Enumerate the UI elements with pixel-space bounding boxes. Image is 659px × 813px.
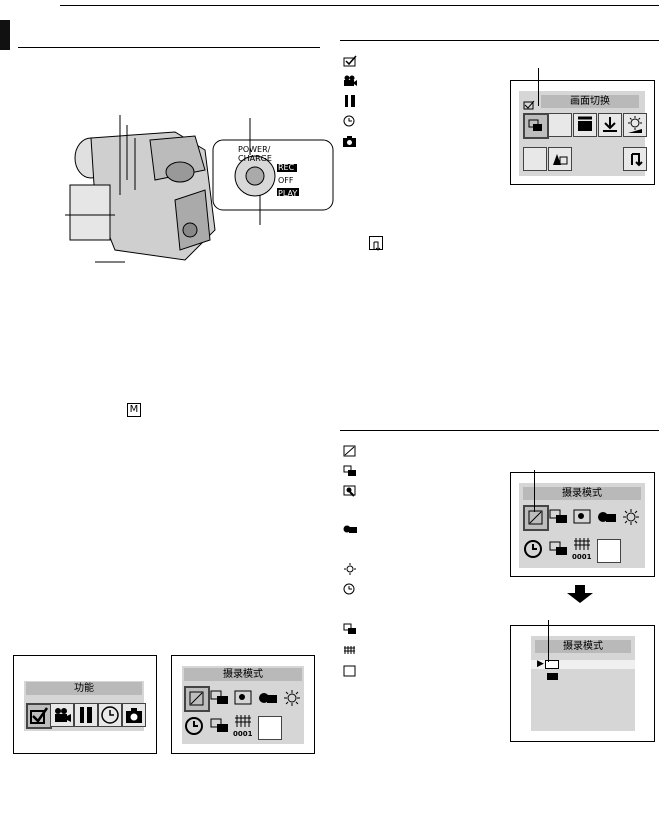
brightness-icon [343, 560, 357, 575]
clock-icon[interactable] [523, 539, 543, 561]
clock-icon[interactable] [98, 703, 122, 727]
dual-frame-icon [343, 462, 357, 476]
brightness-icon[interactable] [282, 688, 302, 710]
dual-frame-icon[interactable] [210, 718, 230, 736]
dual-frame-icon [343, 620, 357, 634]
function-lcd: 功能 [24, 681, 146, 731]
counter-label: 0001 [572, 553, 592, 561]
zoom-frame-icon [343, 482, 357, 497]
shooting-mode-panel-a: 摄录模式 0001 [171, 655, 315, 754]
option-box-icon[interactable] [547, 673, 558, 680]
check-box-icon [523, 95, 535, 110]
shooting-mode-panel-c: 摄录模式 ▶ [510, 625, 655, 742]
lcd-title: 摄录模式 [535, 640, 631, 653]
dual-frame-icon[interactable] [549, 509, 569, 527]
callout-line [548, 620, 549, 662]
movie-camera-icon [343, 72, 357, 86]
dual-frame-icon[interactable] [549, 541, 569, 559]
tape-icon[interactable] [597, 509, 617, 527]
lcd-title: 摄录模式 [184, 668, 302, 681]
callout-line [538, 68, 539, 106]
return-icon [369, 236, 383, 251]
check-box-icon [343, 52, 357, 67]
lcd-title: 功能 [26, 682, 142, 695]
download-icon[interactable] [598, 113, 622, 137]
zoom-frame-icon[interactable] [234, 690, 254, 708]
shooting-mode-lcd-a: 摄录模式 0001 [182, 666, 304, 744]
blank-box-icon[interactable] [258, 716, 282, 740]
blank-box-icon [343, 442, 357, 457]
cursor-icon: ▶ [537, 659, 544, 669]
screen-switch-lcd: 画面切换 [519, 91, 647, 176]
grid-icon[interactable] [573, 537, 593, 555]
tools-icon [343, 92, 357, 107]
shooting-mode-panel-b: 摄录模式 0001 [510, 472, 655, 577]
clock-icon [343, 112, 357, 127]
clock-icon[interactable] [184, 716, 204, 738]
brightness-icon[interactable] [621, 507, 641, 529]
scene-icon[interactable] [548, 147, 572, 171]
camera-icon [343, 132, 357, 147]
lcd-title: 画面切换 [541, 95, 639, 108]
blank-box-icon[interactable] [184, 686, 210, 712]
blank-box-icon [343, 662, 357, 677]
selected-row[interactable] [531, 660, 635, 669]
left-heading-rule [18, 47, 320, 48]
callout-line [534, 470, 535, 512]
tape-icon [343, 520, 357, 533]
brightness-icon[interactable] [623, 113, 647, 137]
grid-icon[interactable] [234, 714, 254, 732]
blank-box-icon[interactable] [545, 660, 559, 669]
blank-box-icon[interactable] [597, 539, 621, 563]
camera-icon[interactable] [122, 703, 146, 727]
dual-frame-icon[interactable] [523, 113, 549, 139]
power-label: POWER/ [238, 145, 271, 154]
screen-switch-panel: 画面切换 [510, 80, 655, 185]
off-label: OFF [278, 176, 294, 185]
arrow-down-icon [567, 585, 593, 603]
tools-icon[interactable] [74, 703, 98, 727]
rec-label: REC [278, 163, 295, 172]
manual-mode-marker: M [127, 403, 141, 417]
zoom-frame-icon[interactable] [573, 509, 593, 527]
tape-icon[interactable] [258, 690, 278, 708]
section-tab [0, 20, 10, 50]
right-heading-rule-1 [340, 40, 659, 41]
camcorder-illustration [65, 115, 334, 263]
lcd-title: 摄录模式 [523, 487, 641, 500]
top-rule [60, 5, 659, 6]
clock-icon [343, 580, 357, 595]
shooting-mode-lcd-b: 摄录模式 0001 [519, 483, 645, 568]
counter-label: 0001 [233, 730, 253, 738]
clapper-icon[interactable] [573, 113, 597, 137]
return-icon[interactable] [623, 147, 647, 171]
grid-icon [343, 642, 357, 654]
blank-box-icon[interactable] [548, 113, 572, 137]
function-panel: 功能 [13, 655, 157, 754]
shooting-mode-lcd-c: 摄录模式 ▶ [531, 636, 635, 731]
right-heading-rule-2 [340, 430, 659, 431]
check-box-icon[interactable] [26, 703, 52, 729]
movie-camera-icon[interactable] [50, 703, 74, 727]
charge-label: CHARGE [238, 154, 272, 163]
play-label: PLAY [278, 189, 298, 198]
dual-frame-icon[interactable] [210, 690, 230, 708]
blank-box-icon[interactable] [523, 147, 547, 171]
blank-box-icon[interactable] [523, 505, 549, 531]
